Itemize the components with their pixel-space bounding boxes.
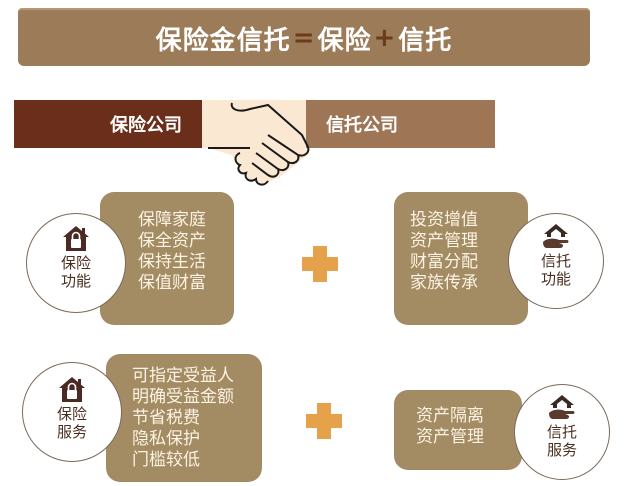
insurance-company-bar: 保险公司	[14, 100, 202, 148]
list-item: 节省税费	[132, 408, 200, 428]
trust-company-bar: 信托公司	[306, 100, 495, 148]
insurance-service-panel: 可指定受益人 明确受益金额 节省税费 隐私保护 门槛较低	[106, 354, 262, 482]
list-item: 保持生活	[138, 252, 206, 272]
list-item: 投资增值	[410, 210, 478, 230]
list-item: 财富分配	[410, 252, 478, 272]
badge-label-line2: 功能	[60, 272, 91, 290]
list-item: 保值财富	[138, 273, 206, 293]
list-item: 资产管理	[416, 427, 484, 447]
list-item: 资产管理	[410, 231, 478, 251]
list-item: 保障家庭	[138, 210, 206, 230]
trust-function-panel: 投资增值 资产管理 财富分配 家族传承	[394, 192, 528, 325]
title-part-insurance-trust: 保险金信托	[155, 25, 291, 56]
title-equals: =	[292, 23, 316, 53]
plus-icon	[306, 403, 342, 439]
list-item: 保全资产	[138, 231, 206, 251]
list-item: 资产隔离	[416, 406, 484, 426]
badge-label-line1: 信托	[546, 423, 577, 441]
insurance-function-panel: 保障家庭 保全资产 保持生活 保值财富	[100, 192, 234, 325]
house-hand-icon	[549, 395, 575, 419]
trust-service-badge: 信托 服务	[514, 384, 610, 480]
title-part-insurance: 保险	[317, 25, 372, 56]
trust-function-badge: 信托 功能	[508, 213, 604, 309]
title-part-trust: 信托	[398, 25, 453, 56]
list-item: 隐私保护	[132, 429, 200, 449]
insurance-service-badge: 保险 服务	[22, 362, 122, 462]
title-plus: +	[373, 23, 397, 53]
trust-company-label: 信托公司	[326, 115, 398, 136]
list-item: 家族传承	[410, 273, 478, 293]
badge-label-line1: 保险	[56, 405, 87, 423]
house-hand-icon	[543, 224, 569, 248]
house-lock-icon	[59, 377, 85, 402]
plus-icon	[302, 246, 338, 282]
insurance-function-badge: 保险 功能	[26, 213, 126, 313]
badge-label-line1: 信托	[540, 252, 571, 270]
list-item: 可指定受益人	[132, 366, 234, 386]
badge-label-line1: 保险	[60, 254, 91, 272]
title-banner: 保险金信托 = 保险 + 信托	[18, 8, 590, 66]
trust-service-panel: 资产隔离 资产管理	[394, 390, 522, 470]
insurance-company-label: 保险公司	[110, 115, 182, 136]
badge-label-line2: 服务	[546, 441, 577, 459]
list-item: 门槛较低	[132, 450, 200, 470]
badge-label-line2: 服务	[56, 423, 87, 441]
handshake-icon	[208, 102, 310, 186]
badge-label-line2: 功能	[540, 270, 571, 288]
house-lock-icon	[63, 226, 89, 251]
list-item: 明确受益金额	[132, 387, 234, 407]
